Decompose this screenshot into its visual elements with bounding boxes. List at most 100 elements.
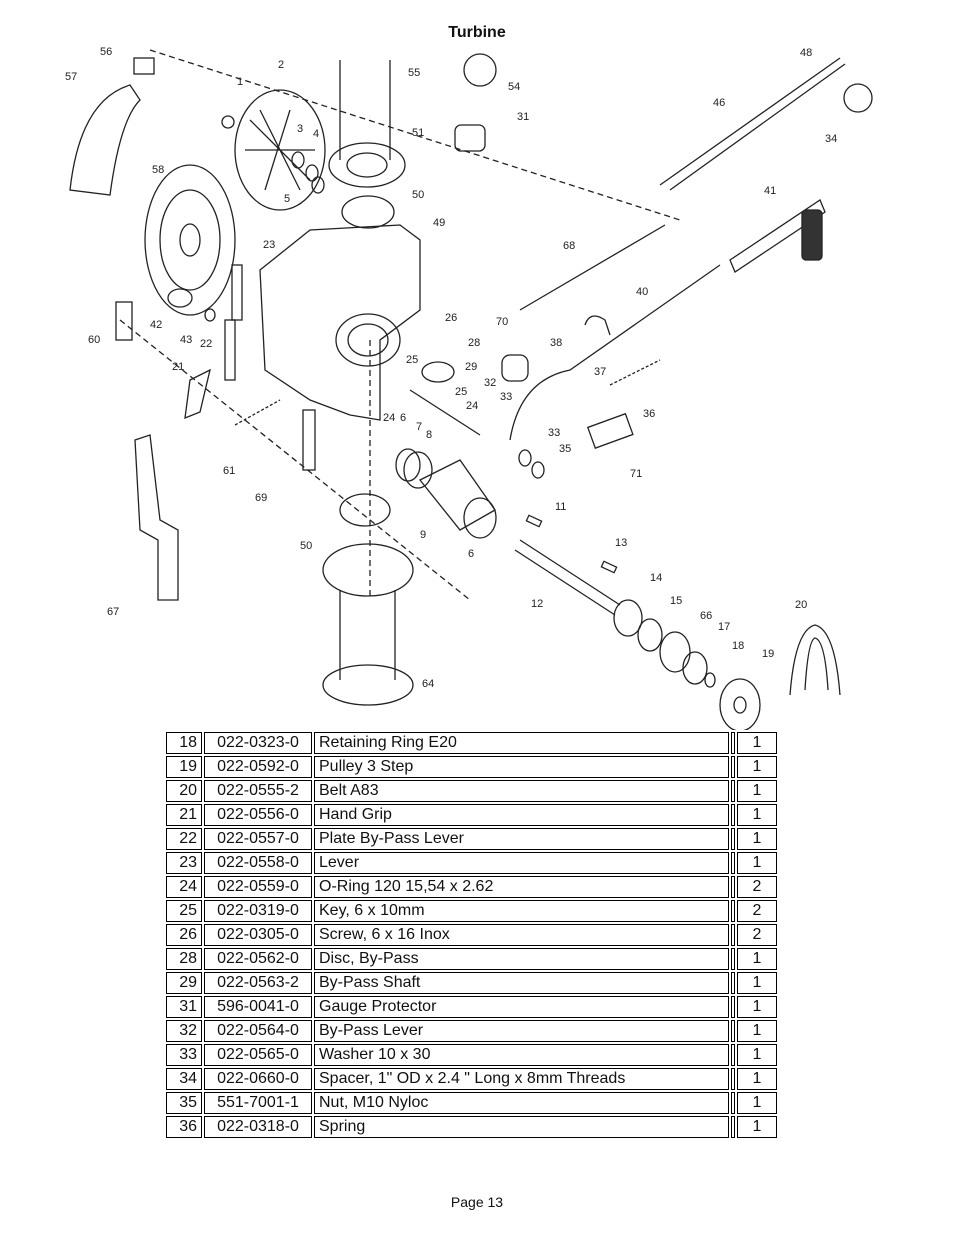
part-code-cell: 551-7001-1 — [204, 1092, 312, 1114]
svg-text:71: 71 — [630, 468, 642, 480]
blank-cell — [731, 948, 735, 970]
quantity-cell: 1 — [737, 1020, 777, 1042]
svg-text:14: 14 — [650, 572, 662, 584]
svg-text:55: 55 — [408, 67, 420, 79]
quantity-cell: 1 — [737, 1116, 777, 1138]
description-cell: Key, 6 x 10mm — [314, 900, 729, 922]
part-number-cell: 31 — [166, 996, 202, 1018]
svg-text:61: 61 — [223, 465, 235, 477]
blank-cell — [731, 1068, 735, 1090]
blank-cell — [731, 1020, 735, 1042]
pipe-55 — [339, 60, 391, 160]
description-cell: Spacer, 1" OD x 2.4 " Long x 8mm Threads — [314, 1068, 729, 1090]
shaft-12 — [514, 539, 621, 616]
part-number-cell: 32 — [166, 1020, 202, 1042]
blank-cell — [731, 828, 735, 850]
svg-text:1: 1 — [237, 76, 243, 88]
svg-text:36: 36 — [643, 408, 655, 420]
blank-cell — [731, 732, 735, 754]
description-cell: O-Ring 120 15,54 x 2.62 — [314, 876, 729, 898]
quantity-cell: 1 — [737, 1092, 777, 1114]
svg-text:41: 41 — [764, 185, 776, 197]
gasket-50-bottom — [339, 493, 391, 527]
part-number-cell: 21 — [166, 804, 202, 826]
description-cell: Retaining Ring E20 — [314, 732, 729, 754]
part-code-cell: 022-0555-2 — [204, 780, 312, 802]
svg-text:5: 5 — [284, 193, 290, 205]
svg-text:58: 58 — [152, 164, 164, 176]
blank-cell — [731, 780, 735, 802]
hand-grip-21 — [184, 368, 211, 420]
part-number-cell: 23 — [166, 852, 202, 874]
quantity-cell: 1 — [737, 756, 777, 778]
description-cell: Lever — [314, 852, 729, 874]
description-cell: By-Pass Shaft — [314, 972, 729, 994]
svg-text:24: 24 — [383, 412, 395, 424]
blank-cell — [731, 900, 735, 922]
svg-text:56: 56 — [100, 46, 112, 58]
svg-text:34: 34 — [825, 133, 837, 145]
part-number-cell: 20 — [166, 780, 202, 802]
disc-28 — [421, 361, 455, 383]
gasket-50-top — [341, 195, 395, 229]
blank-cell — [731, 972, 735, 994]
svg-text:68: 68 — [563, 240, 575, 252]
bracket-60 — [115, 301, 133, 341]
svg-text:49: 49 — [433, 217, 445, 229]
housing-49 — [259, 224, 421, 421]
quantity-cell: 2 — [737, 924, 777, 946]
svg-text:26: 26 — [445, 312, 457, 324]
blank-cell — [731, 804, 735, 826]
part-code-cell: 022-0559-0 — [204, 876, 312, 898]
svg-text:23: 23 — [263, 239, 275, 251]
quantity-cell: 1 — [737, 780, 777, 802]
svg-text:25: 25 — [406, 354, 418, 366]
lever-61 — [234, 399, 281, 426]
svg-text:19: 19 — [762, 648, 774, 660]
svg-text:20: 20 — [795, 599, 807, 611]
svg-text:6: 6 — [400, 412, 406, 424]
description-cell: Hand Grip — [314, 804, 729, 826]
rod-46 — [659, 57, 846, 191]
part-code-cell: 022-0556-0 — [204, 804, 312, 826]
part-code-cell: 022-0563-2 — [204, 972, 312, 994]
svg-text:40: 40 — [636, 286, 648, 298]
svg-text:29: 29 — [465, 361, 477, 373]
svg-text:11: 11 — [555, 501, 566, 513]
svg-text:24: 24 — [466, 400, 478, 412]
quantity-cell: 1 — [737, 948, 777, 970]
part-number-cell: 18 — [166, 732, 202, 754]
handle-41 — [729, 199, 826, 273]
svg-text:3: 3 — [297, 123, 303, 135]
bearing-14 — [613, 599, 643, 637]
description-cell: Spring — [314, 1116, 729, 1138]
bracket-56 — [133, 57, 155, 75]
bar-40 — [509, 264, 721, 441]
svg-text:15: 15 — [670, 595, 682, 607]
svg-text:43: 43 — [180, 334, 192, 346]
part-code-cell: 022-0318-0 — [204, 1116, 312, 1138]
part-code-cell: 022-0319-0 — [204, 900, 312, 922]
part-code-cell: 596-0041-0 — [204, 996, 312, 1018]
svg-text:8: 8 — [426, 429, 432, 441]
part-code-cell: 022-0323-0 — [204, 732, 312, 754]
flange-51 — [328, 142, 406, 188]
part-number-cell: 34 — [166, 1068, 202, 1090]
blank-cell — [731, 756, 735, 778]
description-cell: Disc, By-Pass — [314, 948, 729, 970]
blank-cell — [731, 852, 735, 874]
svg-text:31: 31 — [517, 111, 529, 123]
gauge-protector-31 — [454, 124, 486, 152]
svg-text:22: 22 — [200, 338, 212, 350]
svg-text:18: 18 — [732, 640, 744, 652]
svg-text:2: 2 — [278, 59, 284, 71]
description-cell: By-Pass Lever — [314, 1020, 729, 1042]
